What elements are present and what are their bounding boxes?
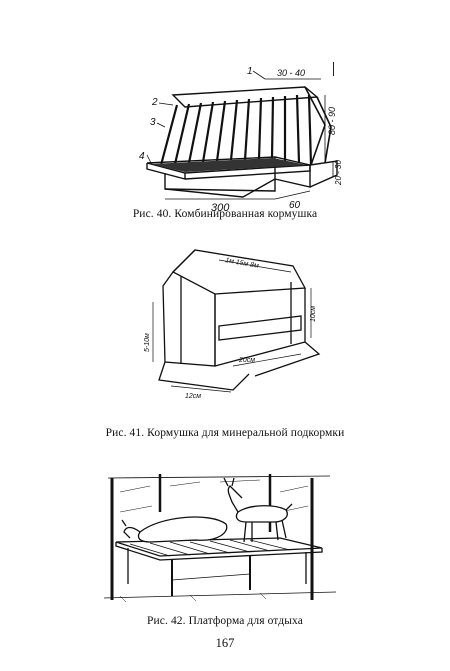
dim-bottom-2: 12см — [185, 393, 201, 400]
margin-mark — [333, 62, 334, 76]
dim-bottom: 20см — [238, 357, 255, 364]
label-60: 60 — [289, 200, 301, 211]
dim-right: 10см — [310, 306, 317, 322]
label-3: 3 — [150, 117, 156, 128]
figure-40-feeder-drawing: 1 30 - 40 2 3 4 300 60 80 - 90 20 - 30 — [139, 66, 343, 213]
figure-42-rest-platform-drawing — [103, 474, 337, 603]
label-30-40: 30 - 40 — [277, 68, 305, 78]
label-1: 1 — [247, 66, 253, 77]
dim-left: 5-10м — [144, 333, 151, 352]
label-20-30: 20 - 30 — [334, 160, 343, 186]
figure-41-caption: Рис. 41. Кормушка для минеральной подкор… — [105, 427, 345, 439]
dim-top: 1м 15м 8м — [225, 257, 260, 270]
label-4: 4 — [139, 151, 145, 162]
figure-41-mineral-feeder-drawing: 1м 15м 8м 5-10м 10см 20см 12см — [144, 249, 321, 400]
label-2: 2 — [151, 97, 158, 108]
label-300: 300 — [211, 202, 230, 213]
figure-42-caption: Рис. 42. Платформа для отдыха — [147, 615, 303, 627]
label-80-90: 80 - 90 — [327, 107, 337, 135]
figure-40-caption: Рис. 40. Комбинированная кормушка — [132, 208, 318, 220]
page-number: 167 — [215, 636, 235, 650]
